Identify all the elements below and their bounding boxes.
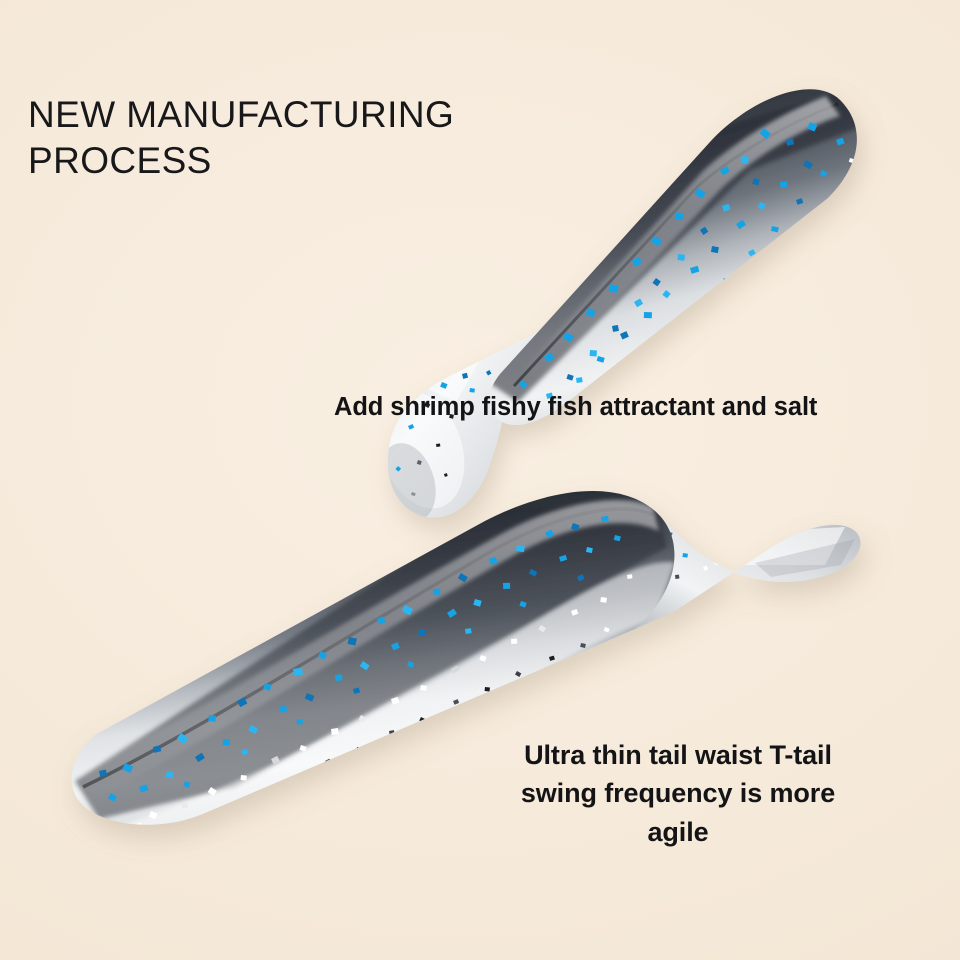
- lure-upper-body: [488, 89, 857, 426]
- blue-glitter-lower: [99, 515, 621, 802]
- lure-lower: [55, 415, 895, 885]
- lure-lower-shape: [71, 490, 861, 825]
- page-headline: NEW MANUFACTURING PROCESS: [28, 94, 455, 181]
- caption-attractant: Add shrimp fishy fish attractant and sal…: [334, 393, 818, 421]
- tail-glitter: [395, 370, 492, 497]
- caption-tail-feature: Ultra thin tail waist T-tail swing frequ…: [520, 740, 836, 847]
- lure-upper: [150, 30, 890, 530]
